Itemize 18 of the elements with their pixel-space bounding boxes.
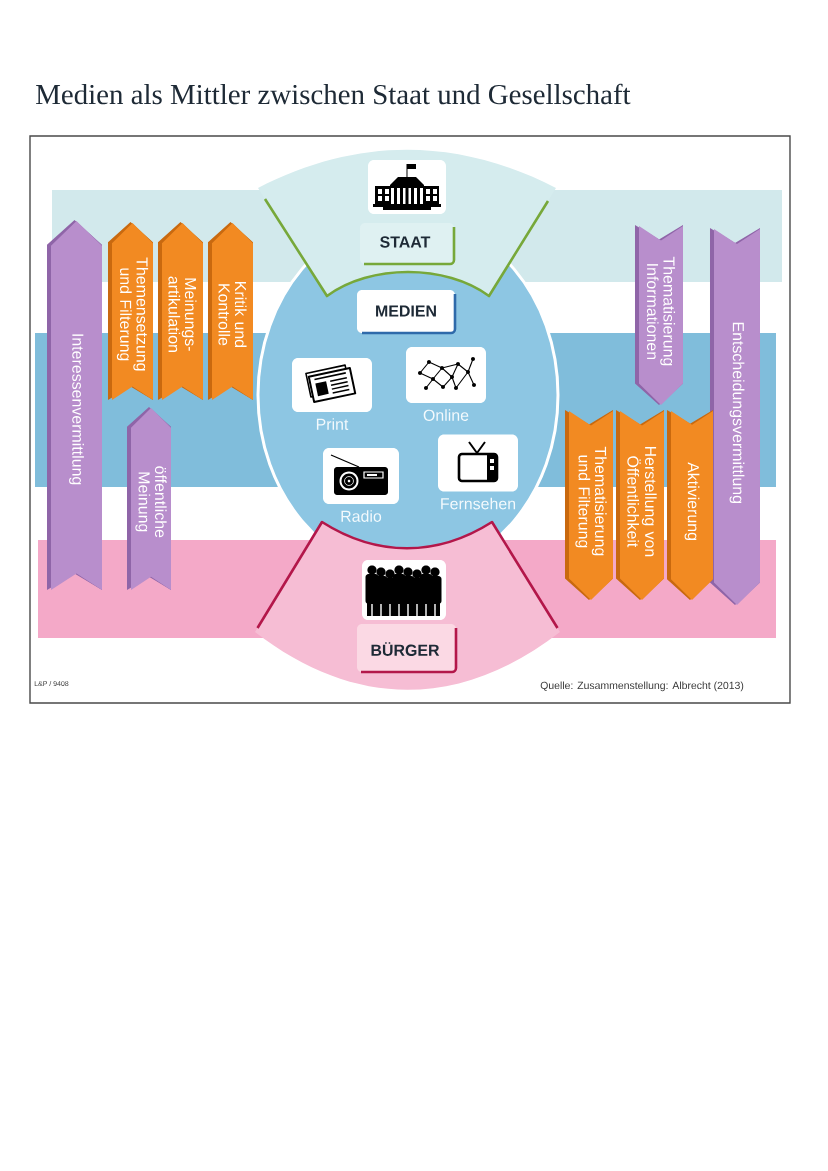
text-banner: Kritik und Kontrolle [208,222,253,400]
text-banner: Thematisierung und Filterung [565,410,613,600]
node-label: Online [423,409,469,421]
text-banner: Herstellung von Öffentlichkeit [616,410,664,600]
title: Medien als Mittler zwischen Staat und Gesellschaft [36,83,631,105]
node-label: Print [316,418,349,430]
text-banner: Meinungs- artikulation [158,222,203,400]
icon-tile: Fernsehen [438,434,518,510]
text-banner: Thematisierung Informationen [635,225,683,405]
node-label: STAAT [380,236,431,248]
text-banner: Themensetzung und Filterung [108,222,153,400]
icon-tile: Online [406,347,486,421]
node-label: Radio [341,510,382,522]
node-label: Fernsehen [441,497,516,510]
text-banner: Interessenvermittlung [47,220,102,590]
text-banner: öffentliche Meinung [127,407,171,590]
text-banner: Aktivierung [667,410,713,600]
text-banner: Entscheidungsvermittlung [710,228,760,605]
